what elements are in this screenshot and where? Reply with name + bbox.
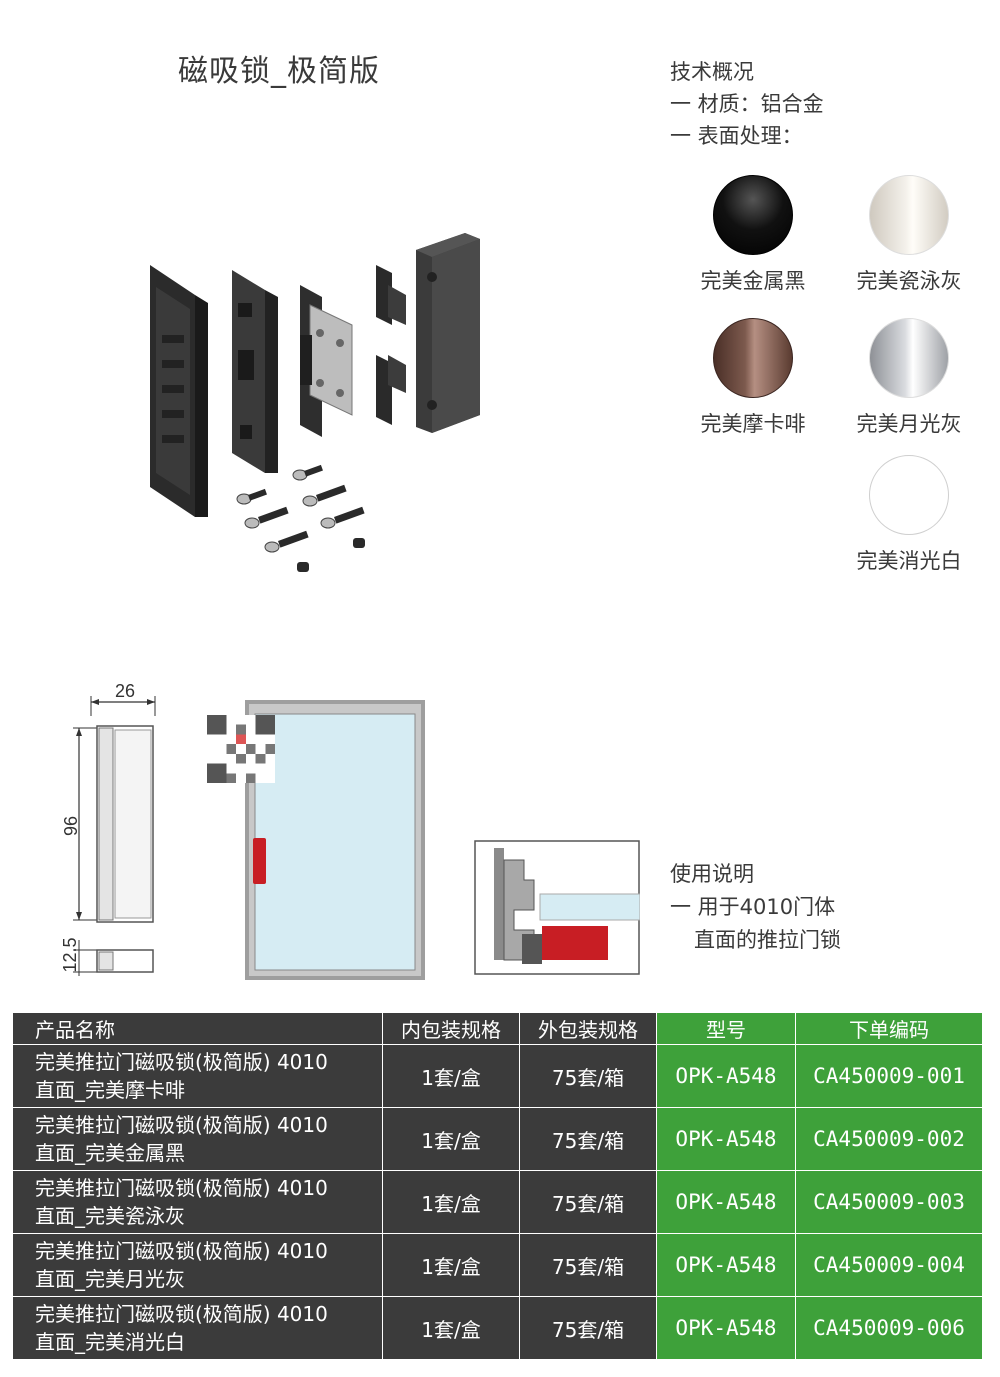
order-code-cell: CA450009-004 — [795, 1233, 983, 1297]
product-name-line-2: 直面_完美摩卡啡 — [35, 1078, 185, 1102]
column-header: 型号 — [656, 1012, 796, 1045]
product-name-cell: 完美推拉门磁吸锁(极简版) 4010 直面_完美消光白 — [12, 1296, 383, 1360]
usage-line-1: 一 用于4010门体 — [670, 895, 836, 919]
product-name-line-2: 直面_完美月光灰 — [35, 1267, 185, 1291]
strike-body — [416, 233, 480, 433]
product-name-line-2: 直面_完美金属黑 — [35, 1141, 185, 1165]
magnet-blocks — [376, 265, 406, 425]
column-header: 下单编码 — [795, 1012, 983, 1045]
outer-pack-cell: 75套/箱 — [519, 1233, 657, 1297]
outer-pack-cell: 75套/箱 — [519, 1170, 657, 1234]
inner-pack-cell: 1套/盒 — [382, 1044, 520, 1108]
finish-label: 完美瓷泳灰 — [856, 269, 962, 293]
order-code-cell: CA450009-002 — [795, 1107, 983, 1171]
table-row: 完美推拉门磁吸锁(极简版) 4010 直面_完美摩卡啡 1套/盒 75套/箱 OP… — [12, 1044, 983, 1108]
tech-surface: 一 表面处理： — [670, 124, 803, 148]
column-header: 内包装规格 — [382, 1012, 520, 1045]
outer-pack-cell: 75套/箱 — [519, 1044, 657, 1108]
page-title: 磁吸锁_极简版 — [178, 54, 380, 89]
outer-pack-cell: 75套/箱 — [519, 1296, 657, 1360]
cover-plate — [232, 270, 278, 473]
table-header-row: 产品名称 内包装规格 外包装规格 型号 下单编码 — [12, 1012, 983, 1045]
table-row: 完美推拉门磁吸锁(极简版) 4010 直面_完美金属黑 1套/盒 75套/箱 OP… — [12, 1107, 983, 1171]
finish-swatch: 完美消光白 — [834, 455, 984, 575]
product-name-cell: 完美推拉门磁吸锁(极简版) 4010 直面_完美月光灰 — [12, 1233, 383, 1297]
table-row: 完美推拉门磁吸锁(极简版) 4010 直面_完美月光灰 1套/盒 75套/箱 OP… — [12, 1233, 983, 1297]
outer-pack-cell: 75套/箱 — [519, 1107, 657, 1171]
product-name-line-1: 完美推拉门磁吸锁(极简版) 4010 — [35, 1239, 328, 1263]
finish-color-dot — [713, 318, 793, 398]
tech-overview: 技术概况 一 材质：铝合金 一 表面处理： — [670, 56, 824, 152]
finish-color-dot — [869, 175, 949, 255]
product-name-line-1: 完美推拉门磁吸锁(极简版) 4010 — [35, 1113, 328, 1137]
table-row: 完美推拉门磁吸锁(极简版) 4010 直面_完美消光白 1套/盒 75套/箱 OP… — [12, 1296, 983, 1360]
door-illustration — [245, 700, 425, 980]
inner-pack-cell: 1套/盒 — [382, 1296, 520, 1360]
model-cell: OPK-A548 — [656, 1170, 796, 1234]
finish-label: 完美月光灰 — [856, 412, 962, 436]
usage-instructions: 使用说明 一 用于4010门体 直面的推拉门锁 — [670, 858, 841, 957]
handle-plate — [150, 265, 208, 517]
product-name-line-1: 完美推拉门磁吸锁(极简版) 4010 — [35, 1176, 328, 1200]
column-header: 外包装规格 — [519, 1012, 657, 1045]
order-code-cell: CA450009-006 — [795, 1296, 983, 1360]
finish-label: 完美摩卡啡 — [700, 412, 806, 436]
model-cell: OPK-A548 — [656, 1296, 796, 1360]
finish-swatch: 完美瓷泳灰 — [834, 175, 984, 295]
tech-heading: 技术概况 — [670, 60, 754, 84]
model-cell: OPK-A548 — [656, 1233, 796, 1297]
tech-material: 一 材质：铝合金 — [670, 92, 824, 116]
finish-label: 完美消光白 — [856, 549, 962, 573]
inner-pack-cell: 1套/盒 — [382, 1170, 520, 1234]
product-name-cell: 完美推拉门磁吸锁(极简版) 4010 直面_完美摩卡啡 — [12, 1044, 383, 1108]
finish-swatch: 完美金属黑 — [678, 175, 828, 295]
usage-heading: 使用说明 — [670, 862, 754, 886]
qr-code-icon — [207, 715, 275, 783]
dimension-drawing: 26 96 12.5 — [60, 681, 156, 976]
lock-mechanism — [300, 285, 353, 437]
model-cell: OPK-A548 — [656, 1107, 796, 1171]
finish-swatch: 完美摩卡啡 — [678, 318, 828, 438]
product-name-cell: 完美推拉门磁吸锁(极简版) 4010 直面_完美金属黑 — [12, 1107, 383, 1171]
finish-label: 完美金属黑 — [700, 269, 806, 293]
product-spec-table: 产品名称 内包装规格 外包装规格 型号 下单编码 完美推拉门磁吸锁(极简版) 4… — [12, 1012, 983, 1360]
screws — [236, 464, 365, 572]
product-name-cell: 完美推拉门磁吸锁(极简版) 4010 直面_完美瓷泳灰 — [12, 1170, 383, 1234]
product-name-line-2: 直面_完美消光白 — [35, 1330, 185, 1354]
table-row: 完美推拉门磁吸锁(极简版) 4010 直面_完美瓷泳灰 1套/盒 75套/箱 OP… — [12, 1170, 983, 1234]
inner-pack-cell: 1套/盒 — [382, 1233, 520, 1297]
product-name-line-2: 直面_完美瓷泳灰 — [35, 1204, 185, 1228]
product-name-line-1: 完美推拉门磁吸锁(极简版) 4010 — [35, 1302, 328, 1326]
finish-color-dot — [713, 175, 793, 255]
lock-position-marker — [253, 838, 266, 884]
order-code-cell: CA450009-001 — [795, 1044, 983, 1108]
width-dimension: 26 — [115, 681, 135, 701]
model-cell: OPK-A548 — [656, 1044, 796, 1108]
product-name-line-1: 完美推拉门磁吸锁(极简版) 4010 — [35, 1050, 328, 1074]
finish-color-dot — [869, 318, 949, 398]
order-code-cell: CA450009-003 — [795, 1170, 983, 1234]
inner-pack-cell: 1套/盒 — [382, 1107, 520, 1171]
depth-dimension: 12.5 — [60, 937, 80, 972]
finish-swatch: 完美月光灰 — [834, 318, 984, 438]
cross-section-diagram — [474, 840, 640, 975]
lock-exploded-view-illustration — [150, 233, 480, 572]
column-header: 产品名称 — [12, 1012, 383, 1045]
usage-line-2: 直面的推拉门锁 — [694, 928, 841, 952]
height-dimension: 96 — [61, 816, 81, 836]
finish-color-dot — [869, 455, 949, 535]
